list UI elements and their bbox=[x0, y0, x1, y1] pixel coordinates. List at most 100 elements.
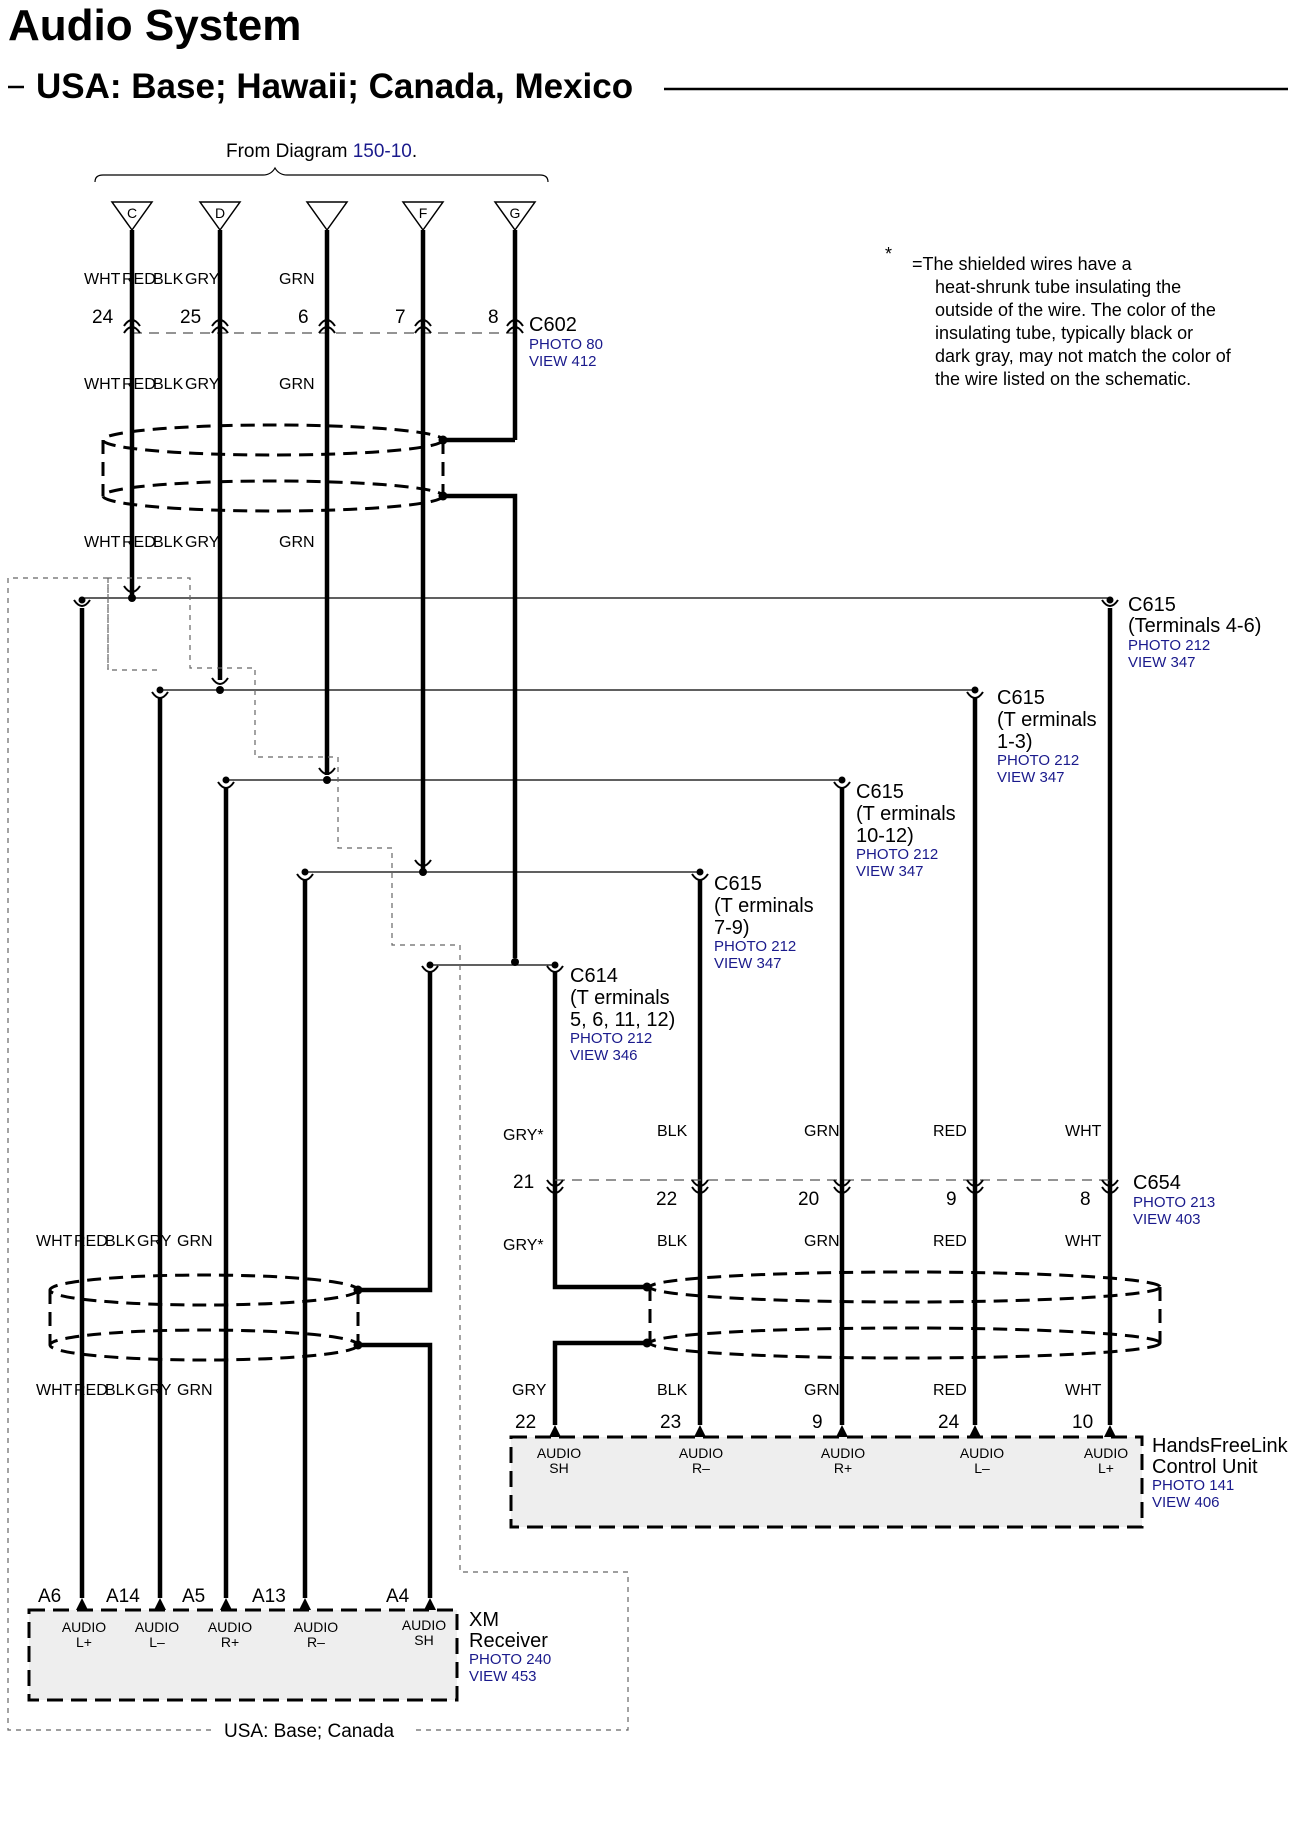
c615-a-view-link[interactable]: VIEW 347 bbox=[1128, 654, 1196, 671]
svg-text:GRN: GRN bbox=[804, 1233, 840, 1250]
c615-c-photo-link[interactable]: PHOTO 212 bbox=[856, 846, 938, 863]
c654-label: C654 PHOTO 213 VIEW 403 bbox=[1133, 1172, 1215, 1228]
svg-text:C615: C615 bbox=[997, 687, 1045, 709]
page-title: Audio System bbox=[8, 1, 301, 50]
xm-photo-link[interactable]: PHOTO 240 bbox=[469, 1651, 551, 1668]
svg-text:AUDIO: AUDIO bbox=[294, 1619, 338, 1635]
svg-text:R+: R+ bbox=[221, 1634, 239, 1650]
svg-text:L+: L+ bbox=[1098, 1460, 1114, 1476]
splice-lines bbox=[78, 594, 1114, 969]
xm-wire-colors-upper: WHT RED BLK GRY GRN bbox=[36, 1233, 213, 1250]
svg-text:WHT: WHT bbox=[84, 271, 121, 288]
svg-text:C615: C615 bbox=[1128, 594, 1176, 616]
svg-text:RED: RED bbox=[122, 534, 156, 551]
svg-text:HandsFreeLink: HandsFreeLink bbox=[1152, 1435, 1289, 1457]
svg-text:8: 8 bbox=[1080, 1189, 1091, 1210]
svg-text:25: 25 bbox=[180, 307, 201, 328]
c615-terminals-7-9-label: C615 (T erminals 7-9) PHOTO 212 VIEW 347 bbox=[714, 873, 814, 972]
c615-c-view-link[interactable]: VIEW 347 bbox=[856, 863, 924, 880]
svg-text:WHT: WHT bbox=[1065, 1233, 1102, 1250]
diagram-150-10-link[interactable]: 150-10 bbox=[353, 141, 412, 162]
hfl-wires bbox=[552, 608, 1113, 1425]
svg-text:22: 22 bbox=[515, 1412, 536, 1433]
svg-text:R+: R+ bbox=[834, 1460, 852, 1476]
svg-text:24: 24 bbox=[92, 307, 114, 328]
c654-view-link[interactable]: VIEW 403 bbox=[1133, 1211, 1201, 1228]
svg-text:A5: A5 bbox=[182, 1586, 205, 1607]
c654-photo-link[interactable]: PHOTO 213 bbox=[1133, 1194, 1215, 1211]
svg-text:20: 20 bbox=[798, 1189, 819, 1210]
top-wire-colors-1: WHT RED BLK GRY GRN bbox=[84, 271, 315, 288]
terminal-e bbox=[305, 201, 349, 232]
shielded-wire-note: * =The shielded wires have a heat-shrunk… bbox=[885, 244, 1232, 389]
region-note: USA: Base; Canada bbox=[224, 1721, 394, 1742]
svg-text:22: 22 bbox=[656, 1189, 677, 1210]
svg-text:C: C bbox=[127, 205, 137, 221]
svg-text:GRY: GRY bbox=[185, 534, 220, 551]
svg-text:dark gray, may not match the c: dark gray, may not match the color of bbox=[935, 346, 1232, 366]
splice-arrows bbox=[73, 585, 1119, 973]
svg-text:Control Unit: Control Unit bbox=[1152, 1456, 1258, 1478]
svg-text:F: F bbox=[419, 205, 428, 221]
svg-text:A6: A6 bbox=[38, 1586, 61, 1607]
svg-text:GRN: GRN bbox=[177, 1233, 213, 1250]
xm-shield bbox=[48, 1273, 363, 1362]
handsfreelink-label: HandsFreeLink Control Unit PHOTO 141 VIE… bbox=[1152, 1435, 1289, 1511]
c602-photo-link[interactable]: PHOTO 80 bbox=[529, 336, 603, 353]
region-boundary bbox=[7, 577, 629, 1731]
svg-text:GRN: GRN bbox=[279, 271, 315, 288]
svg-text:9: 9 bbox=[946, 1189, 957, 1210]
svg-text:AUDIO: AUDIO bbox=[402, 1617, 446, 1633]
hfl-shield bbox=[642, 1270, 1162, 1360]
svg-text:heat-shrunk tube insulating th: heat-shrunk tube insulating the bbox=[935, 277, 1181, 297]
svg-text:A4: A4 bbox=[386, 1586, 410, 1607]
c602-view-link[interactable]: VIEW 412 bbox=[529, 353, 597, 370]
svg-text:insulating tube, typically bla: insulating tube, typically black or bbox=[935, 323, 1193, 343]
region-note-bg bbox=[214, 1718, 414, 1740]
top-wire-colors-3: WHT RED BLK GRY GRN bbox=[84, 534, 315, 551]
svg-text:RED: RED bbox=[933, 1382, 967, 1399]
svg-text:BLK: BLK bbox=[153, 271, 184, 288]
terminal-d: D bbox=[198, 201, 242, 232]
handsfree-photo-link[interactable]: PHOTO 141 bbox=[1152, 1477, 1234, 1494]
c614-photo-link[interactable]: PHOTO 212 bbox=[570, 1030, 652, 1047]
xm-wires bbox=[79, 608, 433, 1598]
terminal-g: G bbox=[493, 201, 537, 232]
svg-text:the wire listed on the schemat: the wire listed on the schematic. bbox=[935, 369, 1191, 389]
c654-pin-numbers: 21 22 20 9 8 bbox=[513, 1172, 1091, 1210]
c654-arrows bbox=[546, 1179, 1119, 1194]
c615-terminals-1-3-label: C615 (T erminals 1-3) PHOTO 212 VIEW 347 bbox=[997, 687, 1097, 786]
from-diagram-label: From Diagram 150-10. bbox=[226, 141, 417, 162]
c615-d-photo-link[interactable]: PHOTO 212 bbox=[714, 938, 796, 955]
svg-text:6: 6 bbox=[298, 307, 309, 328]
handsfree-view-link[interactable]: VIEW 406 bbox=[1152, 1494, 1220, 1511]
svg-text:=The shielded wires have a: =The shielded wires have a bbox=[912, 254, 1133, 274]
c614-view-link[interactable]: VIEW 346 bbox=[570, 1047, 638, 1064]
svg-text:BLK: BLK bbox=[657, 1382, 688, 1399]
hfl-wire-colors-middle: GRY* BLK GRN RED WHT bbox=[503, 1233, 1102, 1254]
terminal-f: F bbox=[401, 201, 445, 232]
svg-text:Receiver: Receiver bbox=[469, 1630, 548, 1652]
xm-receiver-box bbox=[27, 1608, 459, 1702]
svg-text:RED: RED bbox=[74, 1382, 108, 1399]
c615-b-view-link[interactable]: VIEW 347 bbox=[997, 769, 1065, 786]
c615-d-view-link[interactable]: VIEW 347 bbox=[714, 955, 782, 972]
svg-text:L–: L– bbox=[974, 1460, 990, 1476]
svg-text:L+: L+ bbox=[76, 1634, 92, 1650]
c615-a-photo-link[interactable]: PHOTO 212 bbox=[1128, 637, 1210, 654]
svg-text:GRN: GRN bbox=[804, 1382, 840, 1399]
svg-text:C615: C615 bbox=[856, 781, 904, 803]
c615-b-photo-link[interactable]: PHOTO 212 bbox=[997, 752, 1079, 769]
from-diagram-brace bbox=[94, 166, 549, 183]
svg-text:GRN: GRN bbox=[177, 1382, 213, 1399]
handsfreelink-control-unit-box bbox=[509, 1435, 1144, 1529]
svg-text:AUDIO: AUDIO bbox=[1084, 1445, 1128, 1461]
xm-view-link[interactable]: VIEW 453 bbox=[469, 1668, 537, 1685]
svg-text:outside of the wire. The colo: outside of the wire. The color of the bbox=[935, 300, 1216, 320]
svg-text:8: 8 bbox=[488, 307, 499, 328]
svg-text:D: D bbox=[215, 205, 225, 221]
svg-text:R–: R– bbox=[307, 1634, 325, 1650]
svg-text:GRN: GRN bbox=[279, 376, 315, 393]
svg-text:R–: R– bbox=[692, 1460, 710, 1476]
svg-text:GRN: GRN bbox=[279, 534, 315, 551]
